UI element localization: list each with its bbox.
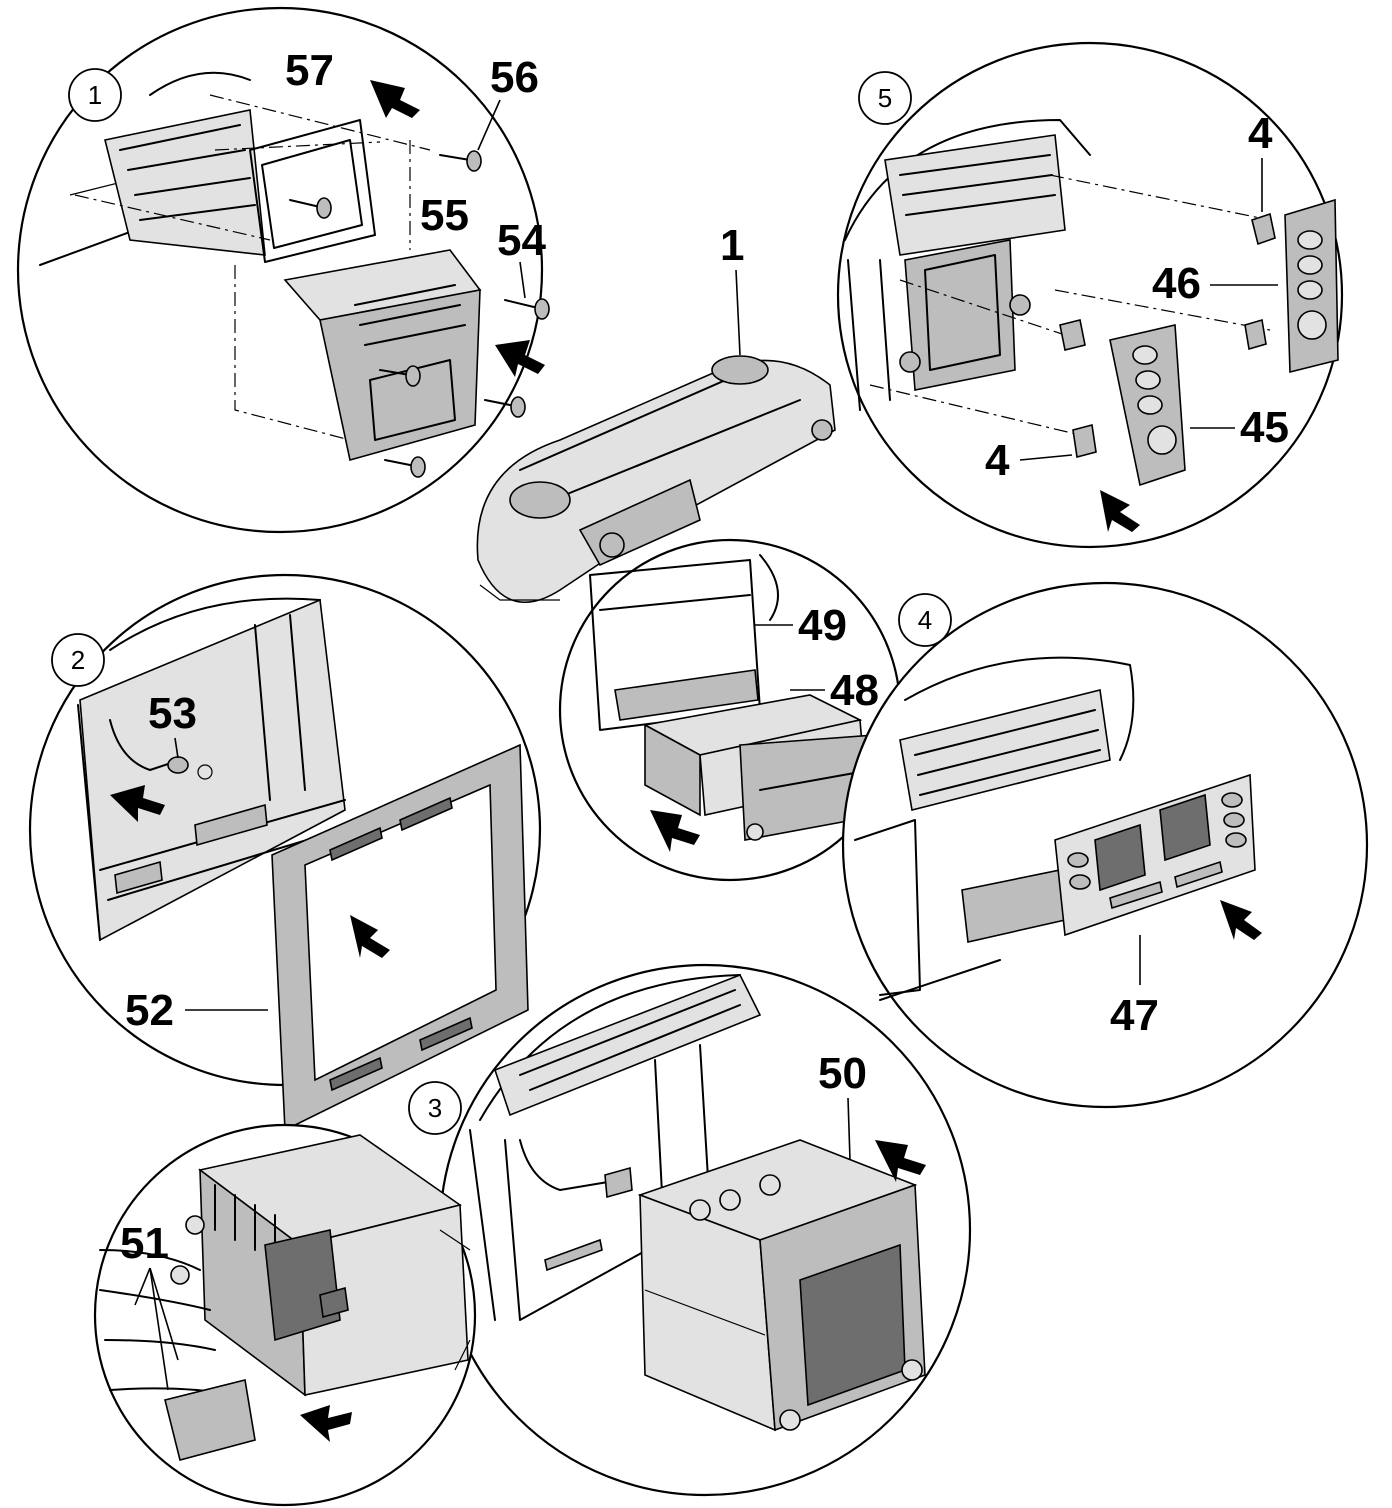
connector-line xyxy=(439,1229,471,1251)
dashboard-assembly: 1 xyxy=(476,221,836,604)
callout-51: 51 xyxy=(120,1219,169,1268)
step-marker-1: 1 xyxy=(68,68,122,122)
step-marker-3: 3 xyxy=(408,1081,462,1135)
step-label-5: 5 xyxy=(878,83,892,113)
detail-circle-5: 5 4 46 45 4 xyxy=(836,41,1344,549)
arrow-icon xyxy=(370,80,545,377)
detail-circle-4: 4 47 xyxy=(841,581,1369,1109)
connector-line xyxy=(454,1339,471,1371)
callout-53: 53 xyxy=(148,689,197,738)
callout-46: 46 xyxy=(1152,259,1201,308)
arrow-icon xyxy=(1100,490,1140,532)
arrow-icon xyxy=(650,810,700,852)
arrow-icon xyxy=(300,1405,352,1442)
screw-56 xyxy=(439,150,482,172)
screw-top-left xyxy=(289,197,332,219)
clip-right xyxy=(1244,318,1267,351)
screw-54 xyxy=(504,298,550,320)
step-marker-4: 4 xyxy=(898,593,952,647)
detail-circle-3: 3 50 xyxy=(408,963,972,1497)
callout-1: 1 xyxy=(720,221,744,270)
callout-4-top: 4 xyxy=(1248,109,1273,158)
detail-circle-connectors: 51 xyxy=(93,1123,477,1507)
callout-57: 57 xyxy=(285,46,334,95)
callout-50: 50 xyxy=(818,1049,867,1098)
callout-54: 54 xyxy=(497,216,546,265)
callout-47: 47 xyxy=(1110,991,1159,1040)
step-marker-5: 5 xyxy=(858,71,912,125)
screw-lower-a xyxy=(379,365,421,387)
callout-56: 56 xyxy=(490,53,539,102)
callout-4-bottom: 4 xyxy=(985,436,1010,485)
callout-48: 48 xyxy=(830,666,879,715)
arrow-icon xyxy=(875,1140,926,1182)
step-label-2: 2 xyxy=(71,645,85,675)
callout-45: 45 xyxy=(1240,403,1289,452)
arrow-icon xyxy=(110,785,390,958)
detail-circle-radio: 49 48 xyxy=(558,538,902,882)
step-marker-2: 2 xyxy=(51,633,105,687)
step-label-1: 1 xyxy=(88,80,102,110)
screw-lower-c xyxy=(384,456,426,478)
step-label-3: 3 xyxy=(428,1093,442,1123)
screw-lower-b xyxy=(484,396,526,418)
callout-49: 49 xyxy=(798,601,847,650)
detail-circle-1: 1 57 56 55 54 xyxy=(16,6,550,534)
clip-4-top xyxy=(1251,212,1276,246)
clip-4-bottom xyxy=(1072,423,1097,459)
clip-mid xyxy=(1059,319,1086,351)
detail-circle-2: 2 53 52 xyxy=(28,573,542,1132)
step-label-4: 4 xyxy=(918,605,932,635)
arrow-icon xyxy=(1220,900,1262,940)
callout-52: 52 xyxy=(125,986,174,1035)
callout-55: 55 xyxy=(420,191,469,240)
